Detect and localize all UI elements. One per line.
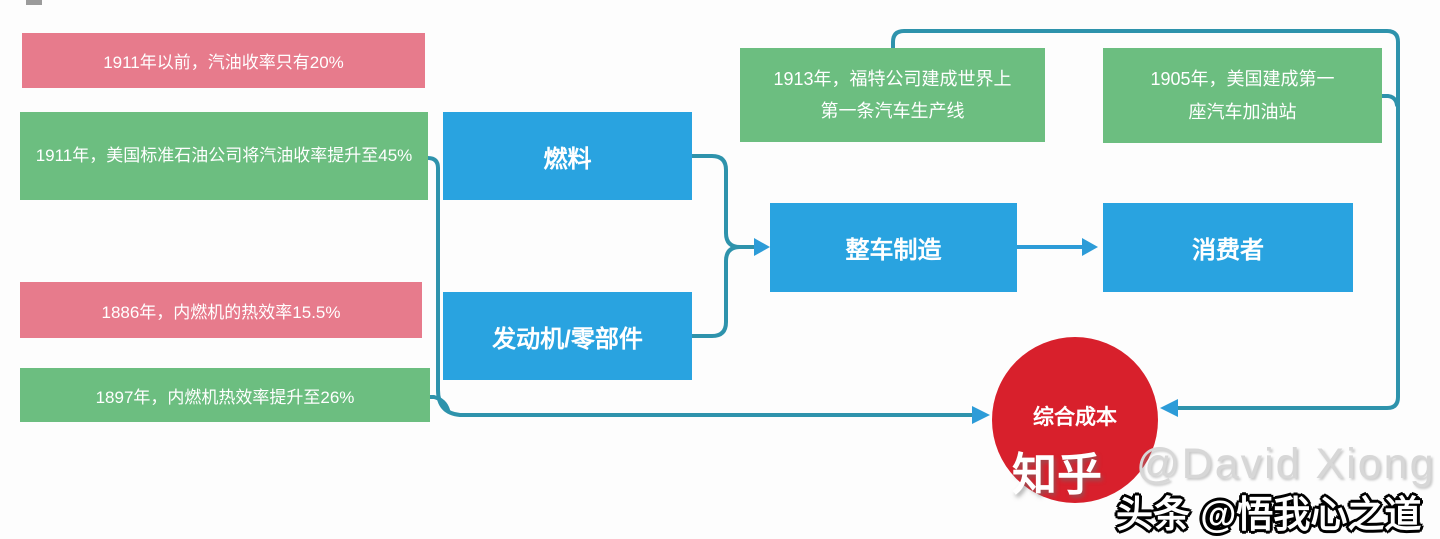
node-fuel: 燃料 xyxy=(443,112,692,200)
node-vehicle-manufacturing: 整车制造 xyxy=(770,203,1017,292)
note-standard-oil-1911: 1911年，美国标准石油公司将汽油收率提升至45% xyxy=(20,112,428,200)
node-overall-cost-circle: 综合成本 xyxy=(992,337,1158,503)
arrowhead-into-consumer xyxy=(1082,238,1098,256)
connector-green3-top-right-to-cost xyxy=(891,29,1400,410)
watermark-toutiao-handle: 头条 @悟我心之道 xyxy=(1116,494,1422,535)
screenshot-corner-artifact xyxy=(26,0,42,5)
node-engine-parts: 发动机/零部件 xyxy=(443,292,692,380)
connector-green1-left-bottom-to-cost xyxy=(426,156,974,417)
connector-fuel-to-merge xyxy=(690,154,756,249)
arrowhead-into-cost-right xyxy=(1160,399,1178,417)
watermark-zhihu-handle: @David Xiong xyxy=(1136,440,1436,488)
note-ford-assembly-line-1913: 1913年，福特公司建成世界上第一条汽车生产线 xyxy=(740,48,1045,142)
note-engine-efficiency-1897: 1897年，内燃机热效率提升至26% xyxy=(20,368,430,422)
note-gasoline-yield-before-1911: 1911年以前，汽油收率只有20% xyxy=(22,33,425,88)
arrowhead-into-assembly xyxy=(754,238,770,256)
connector-engine-to-merge xyxy=(690,245,756,338)
watermark-zhihu-label: 知乎 xyxy=(1012,449,1103,500)
connector-green2-join-bottom-horizontal xyxy=(428,395,450,412)
note-first-gas-station-1905: 1905年，美国建成第一座汽车加油站 xyxy=(1103,48,1382,143)
connector-green4-join-right-vertical xyxy=(1380,94,1399,107)
node-consumer: 消费者 xyxy=(1103,203,1353,292)
note-engine-efficiency-1886: 1886年，内燃机的热效率15.5% xyxy=(20,282,422,338)
arrowhead-into-cost-left xyxy=(972,406,990,424)
